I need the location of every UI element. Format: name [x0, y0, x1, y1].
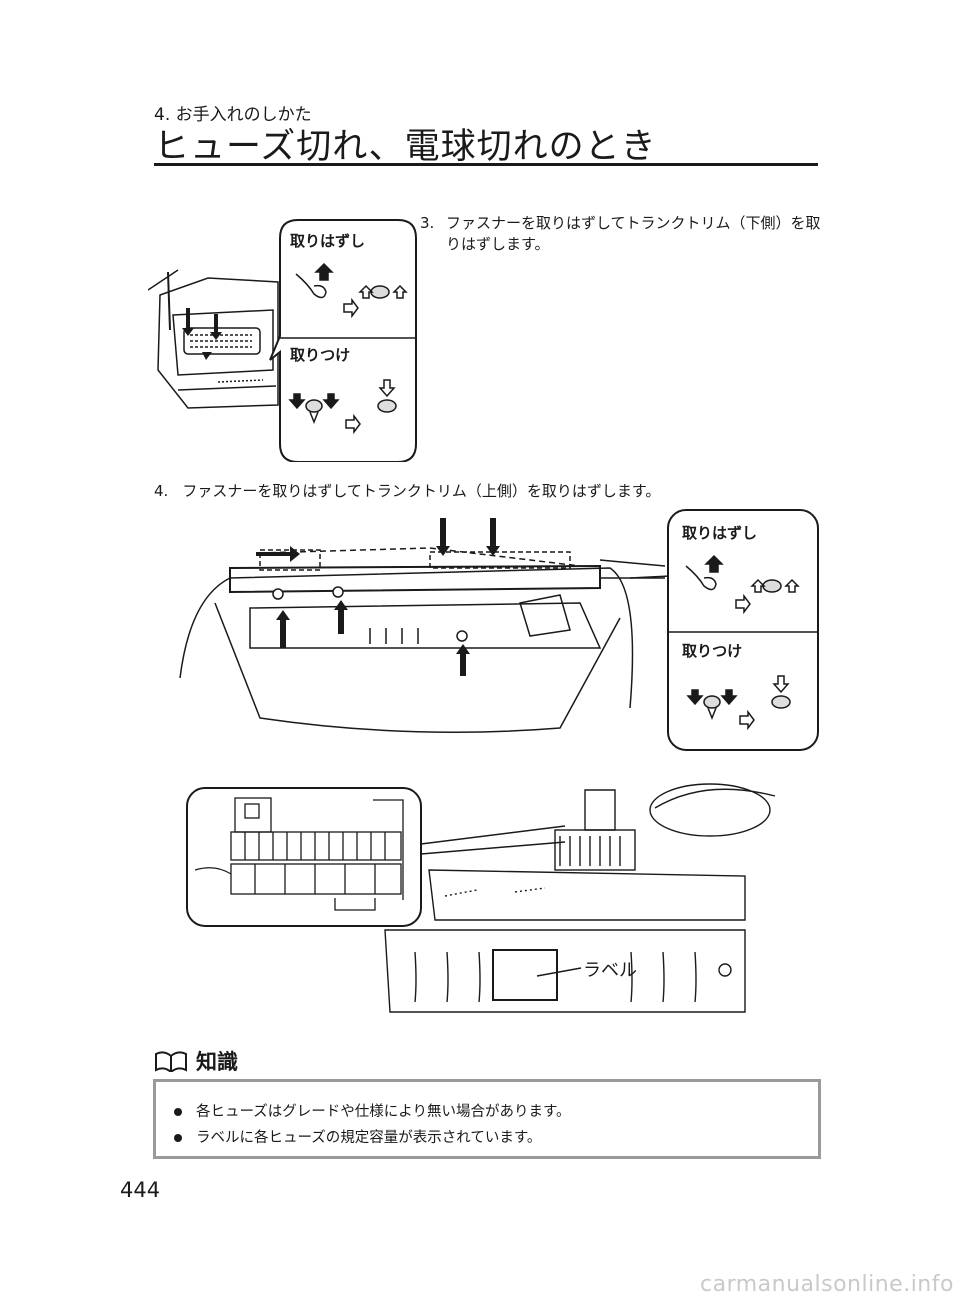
- step-3: 3. ファスナーを取りはずしてトランクトリム（下側）を取りはずします。: [420, 213, 830, 255]
- step-3-text: ファスナーを取りはずしてトランクトリム（下側）を取りはずします。: [446, 214, 821, 253]
- bullet-dot: [174, 1108, 182, 1116]
- step-4-number: 4.: [154, 482, 169, 500]
- fastener-remove-icons-2: [685, 554, 800, 615]
- callout-remove-label: 取りはずし: [290, 232, 365, 250]
- figure-trunk-lower: 取りはずし 取りつけ: [148, 219, 417, 462]
- upper-fastener-marks: [272, 586, 468, 642]
- chapter-heading: 4. お手入れのしかた: [154, 105, 312, 125]
- knowledge-heading-text: 知識: [196, 1050, 238, 1074]
- knowledge-item-text: 各ヒューズはグレードや仕様により無い場合があります。: [196, 1104, 571, 1120]
- fuse-box-pointer: [420, 825, 566, 855]
- knowledge-heading: 知識: [154, 1046, 238, 1076]
- callout-box-lower: [269, 219, 417, 462]
- upper-arrow-icons: [256, 518, 500, 676]
- figure-trunk-upper: 取りはずし 取りつけ: [179, 509, 819, 751]
- trunk-lower-illustration: [148, 269, 279, 409]
- page-title: ヒューズ切れ、電球切れのとき: [154, 127, 657, 167]
- fastener-install-icons: [288, 379, 397, 435]
- callout-remove-label-2: 取りはずし: [682, 524, 757, 542]
- knowledge-box: 各ヒューズはグレードや仕様により無い場合があります。 ラベルに各ヒューズの規定容…: [153, 1079, 821, 1159]
- knowledge-item-text: ラベルに各ヒューズの規定容量が表示されています。: [196, 1130, 542, 1146]
- label-callout-text: ラベル: [583, 960, 637, 981]
- fuse-box-detail-illustration: [194, 797, 404, 911]
- battery-and-fuse-illustration: [384, 783, 776, 1013]
- step-4-text: ファスナーを取りはずしてトランクトリム（上側）を取りはずします。: [182, 482, 661, 500]
- fastener-remove-icons: [295, 262, 408, 319]
- callout-box-upper: [667, 509, 819, 751]
- knowledge-item: ラベルに各ヒューズの規定容量が表示されています。: [174, 1126, 541, 1147]
- fastener-install-icons-2: [686, 675, 791, 731]
- footer-watermark: carmanualsonline.info: [700, 1272, 954, 1297]
- callout-install-label-2: 取りつけ: [682, 642, 742, 660]
- page-number: 444: [120, 1178, 161, 1202]
- fuse-box-detail-callout: [186, 787, 422, 927]
- lower-arrow-icons: [182, 308, 222, 370]
- knowledge-item: 各ヒューズはグレードや仕様により無い場合があります。: [174, 1100, 571, 1121]
- step-4: 4. ファスナーを取りはずしてトランクトリム（上側）を取りはずします。: [154, 480, 660, 501]
- step-3-number: 3.: [420, 214, 435, 232]
- book-icon: [155, 1051, 187, 1074]
- figure-fuse-box: ラベル: [186, 783, 776, 1013]
- trunk-upper-illustration: [179, 547, 671, 733]
- title-rule: [154, 163, 818, 166]
- callout-install-label: 取りつけ: [290, 346, 350, 364]
- bullet-dot: [174, 1134, 182, 1142]
